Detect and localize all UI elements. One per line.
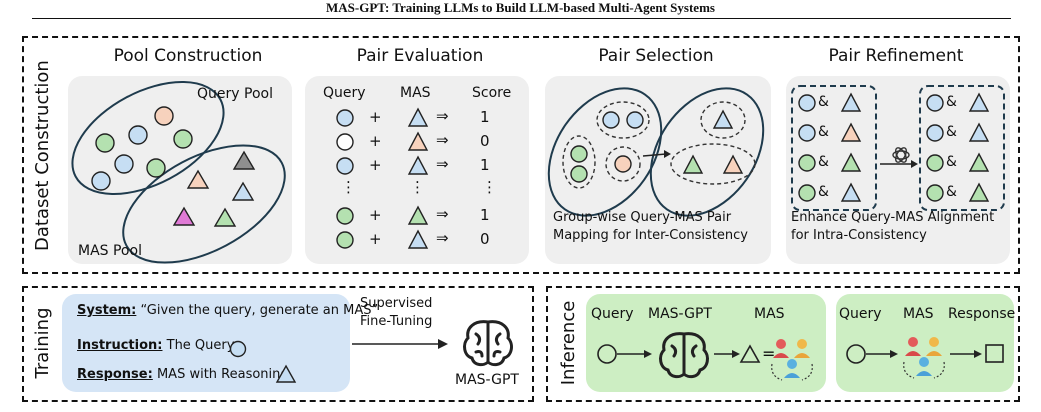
amp: &: [946, 124, 957, 140]
response-text: MAS with Reasoning: [156, 367, 289, 382]
query-pool-label: Query Pool: [197, 86, 273, 102]
inference-mas2-label: MAS: [903, 306, 934, 322]
system-line: System: “Given the query, generate an MA…: [77, 303, 378, 318]
amp: &: [818, 184, 829, 200]
inference-right-flow: [846, 337, 1004, 379]
sft-label-line2: Fine-Tuning: [360, 314, 433, 329]
selection-title: Pair Selection: [598, 46, 714, 66]
score-value: 0: [480, 132, 490, 150]
plus-sign: +: [369, 206, 382, 224]
refinement-diagram: [791, 85, 1005, 211]
refinement-caption-line1: Enhance Query-MAS Alignment: [791, 210, 995, 225]
mas-triangle-icon: [275, 364, 297, 383]
training-prompt-panel: [62, 294, 350, 392]
dataset-section-label: Dataset Construction: [32, 60, 53, 251]
plus-sign: +: [369, 230, 382, 248]
training-section: [22, 286, 534, 402]
implies-arrow: ⇒: [436, 155, 449, 173]
inference-left-panel: [586, 294, 826, 392]
ellipsis: ⋮: [341, 178, 356, 196]
amp: &: [946, 94, 957, 110]
brain-icon: [463, 320, 513, 367]
refinement-title: Pair Refinement: [828, 46, 964, 66]
response-line: Response: MAS with Reasoning: [77, 367, 289, 382]
ellipsis: ⋮: [482, 178, 497, 196]
plus-sign: +: [369, 132, 382, 150]
amp: &: [818, 154, 829, 170]
refinement-caption-line2: for Intra-Consistency: [791, 228, 927, 243]
system-label: System:: [77, 303, 137, 318]
score-value: 1: [480, 108, 490, 126]
training-section-label: Training: [32, 307, 53, 379]
implies-arrow: ⇒: [436, 205, 449, 223]
inference-left-flow: [597, 332, 813, 381]
eval-title: Pair Evaluation: [356, 46, 484, 66]
instruction-label: Instruction:: [77, 338, 163, 353]
selection-caption-line2: Mapping for Inter-Consistency: [553, 228, 748, 243]
inference-model-label: MAS-GPT: [648, 306, 712, 322]
score-value: 1: [480, 206, 490, 224]
implies-arrow: ⇒: [436, 107, 449, 125]
ai-logo-icon: [892, 147, 910, 163]
inference-mas-label: MAS: [754, 306, 785, 322]
amp: &: [946, 184, 957, 200]
sft-label-line1: Supervised: [360, 296, 433, 311]
inference-section-label: Inference: [558, 300, 579, 386]
instruction-line: Instruction: The Query: [77, 338, 234, 353]
equals-sign: =: [762, 344, 776, 363]
eval-col-score: Score: [472, 85, 512, 101]
inference-query2-label: Query: [839, 306, 882, 322]
system-text: “Given the query, generate an MAS”: [140, 303, 379, 318]
amp: &: [818, 94, 829, 110]
score-value: 1: [480, 156, 490, 174]
amp: &: [818, 124, 829, 140]
plus-sign: +: [369, 156, 382, 174]
pool-panel: [68, 76, 292, 264]
instruction-text: The Query: [166, 338, 235, 353]
ellipsis: ⋮: [410, 178, 425, 196]
pool-title: Pool Construction: [113, 46, 263, 66]
inference-query-label: Query: [591, 306, 634, 322]
plus-sign: +: [369, 108, 382, 126]
selection-caption-line1: Group-wise Query-MAS Pair: [553, 210, 732, 225]
query-circle-icon: [229, 340, 247, 358]
inference-section: [546, 286, 1020, 402]
eval-col-mas: MAS: [400, 85, 431, 101]
eval-col-query: Query: [323, 85, 366, 101]
implies-arrow: ⇒: [436, 229, 449, 247]
mas-pool-label: MAS Pool: [78, 243, 142, 259]
inference-response-label: Response: [948, 306, 1016, 322]
pool-diagram: [71, 81, 286, 264]
model-label: MAS-GPT: [455, 372, 519, 388]
selection-diagram: [547, 87, 765, 217]
page-title: MAS-GPT: Training LLMs to Build LLM-base…: [326, 0, 715, 15]
dataset-construction-section: [22, 36, 1020, 274]
sft-arrow: [352, 339, 448, 349]
amp: &: [946, 154, 957, 170]
eval-rows: [336, 107, 429, 249]
implies-arrow: ⇒: [436, 131, 449, 149]
score-value: 0: [480, 230, 490, 248]
header-rule: [32, 18, 1011, 19]
response-label: Response:: [77, 367, 153, 382]
